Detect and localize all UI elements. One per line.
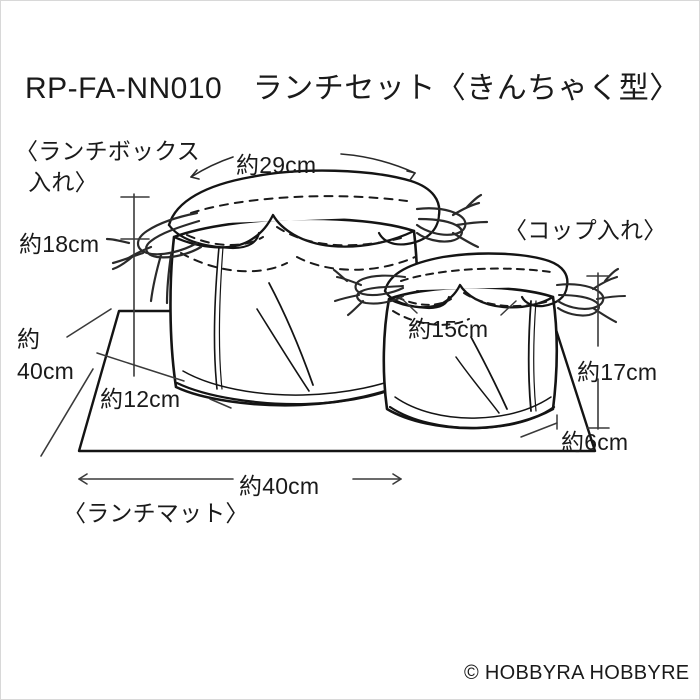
label-lunch-box-pouch-line2: 入れ〉	[15, 169, 98, 195]
dimension-label-17cm: 約17cm	[577, 359, 658, 385]
dimension-label-40cm-depth: 約 40cm	[17, 326, 75, 384]
dimension-18cm-line	[120, 193, 150, 377]
dimension-label-12cm: 約12cm	[100, 386, 181, 412]
mat-dimension-lines	[40, 308, 112, 457]
lunch-box-pouch-drawstring-right	[415, 193, 489, 249]
copyright-notice: © HOBBYRA HOBBYRE	[464, 662, 690, 684]
label-lunch-mat: 〈ランチマット〉	[63, 500, 249, 526]
label-cup-pouch: 〈コップ入れ〉	[504, 217, 667, 243]
dimension-17cm-line	[586, 272, 610, 430]
dimension-label-40cm-width: 約40cm	[239, 473, 320, 499]
dimension-15cm-leader	[399, 296, 517, 316]
cup-pouch-drawstring-left	[332, 268, 407, 317]
dimension-6cm-leader	[520, 414, 558, 438]
dimension-label-15cm: 約15cm	[408, 316, 489, 342]
cup-pouch-drawstring-right	[555, 267, 627, 324]
label-lunch-box-pouch: 〈ランチボックス 入れ〉	[15, 136, 200, 198]
label-lunch-box-pouch-line1: 〈ランチボックス	[15, 138, 200, 164]
lunch-box-pouch-drawstring-left	[105, 211, 203, 305]
dimension-label-29cm: 約29cm	[236, 152, 317, 178]
dimension-12cm-leader	[96, 352, 232, 409]
dimension-label-6cm: 約6cm	[561, 429, 629, 455]
dimension-29cm-line	[190, 153, 416, 181]
dimension-40cm-horizontal-ticks	[78, 473, 402, 485]
dimension-label-18cm: 約18cm	[19, 231, 100, 257]
cup-pouch-shape	[382, 252, 569, 430]
lunch-box-pouch-shape	[167, 169, 441, 407]
page-title: RP-FA-NN010 ランチセット〈きんちゃく型〉	[25, 72, 680, 105]
